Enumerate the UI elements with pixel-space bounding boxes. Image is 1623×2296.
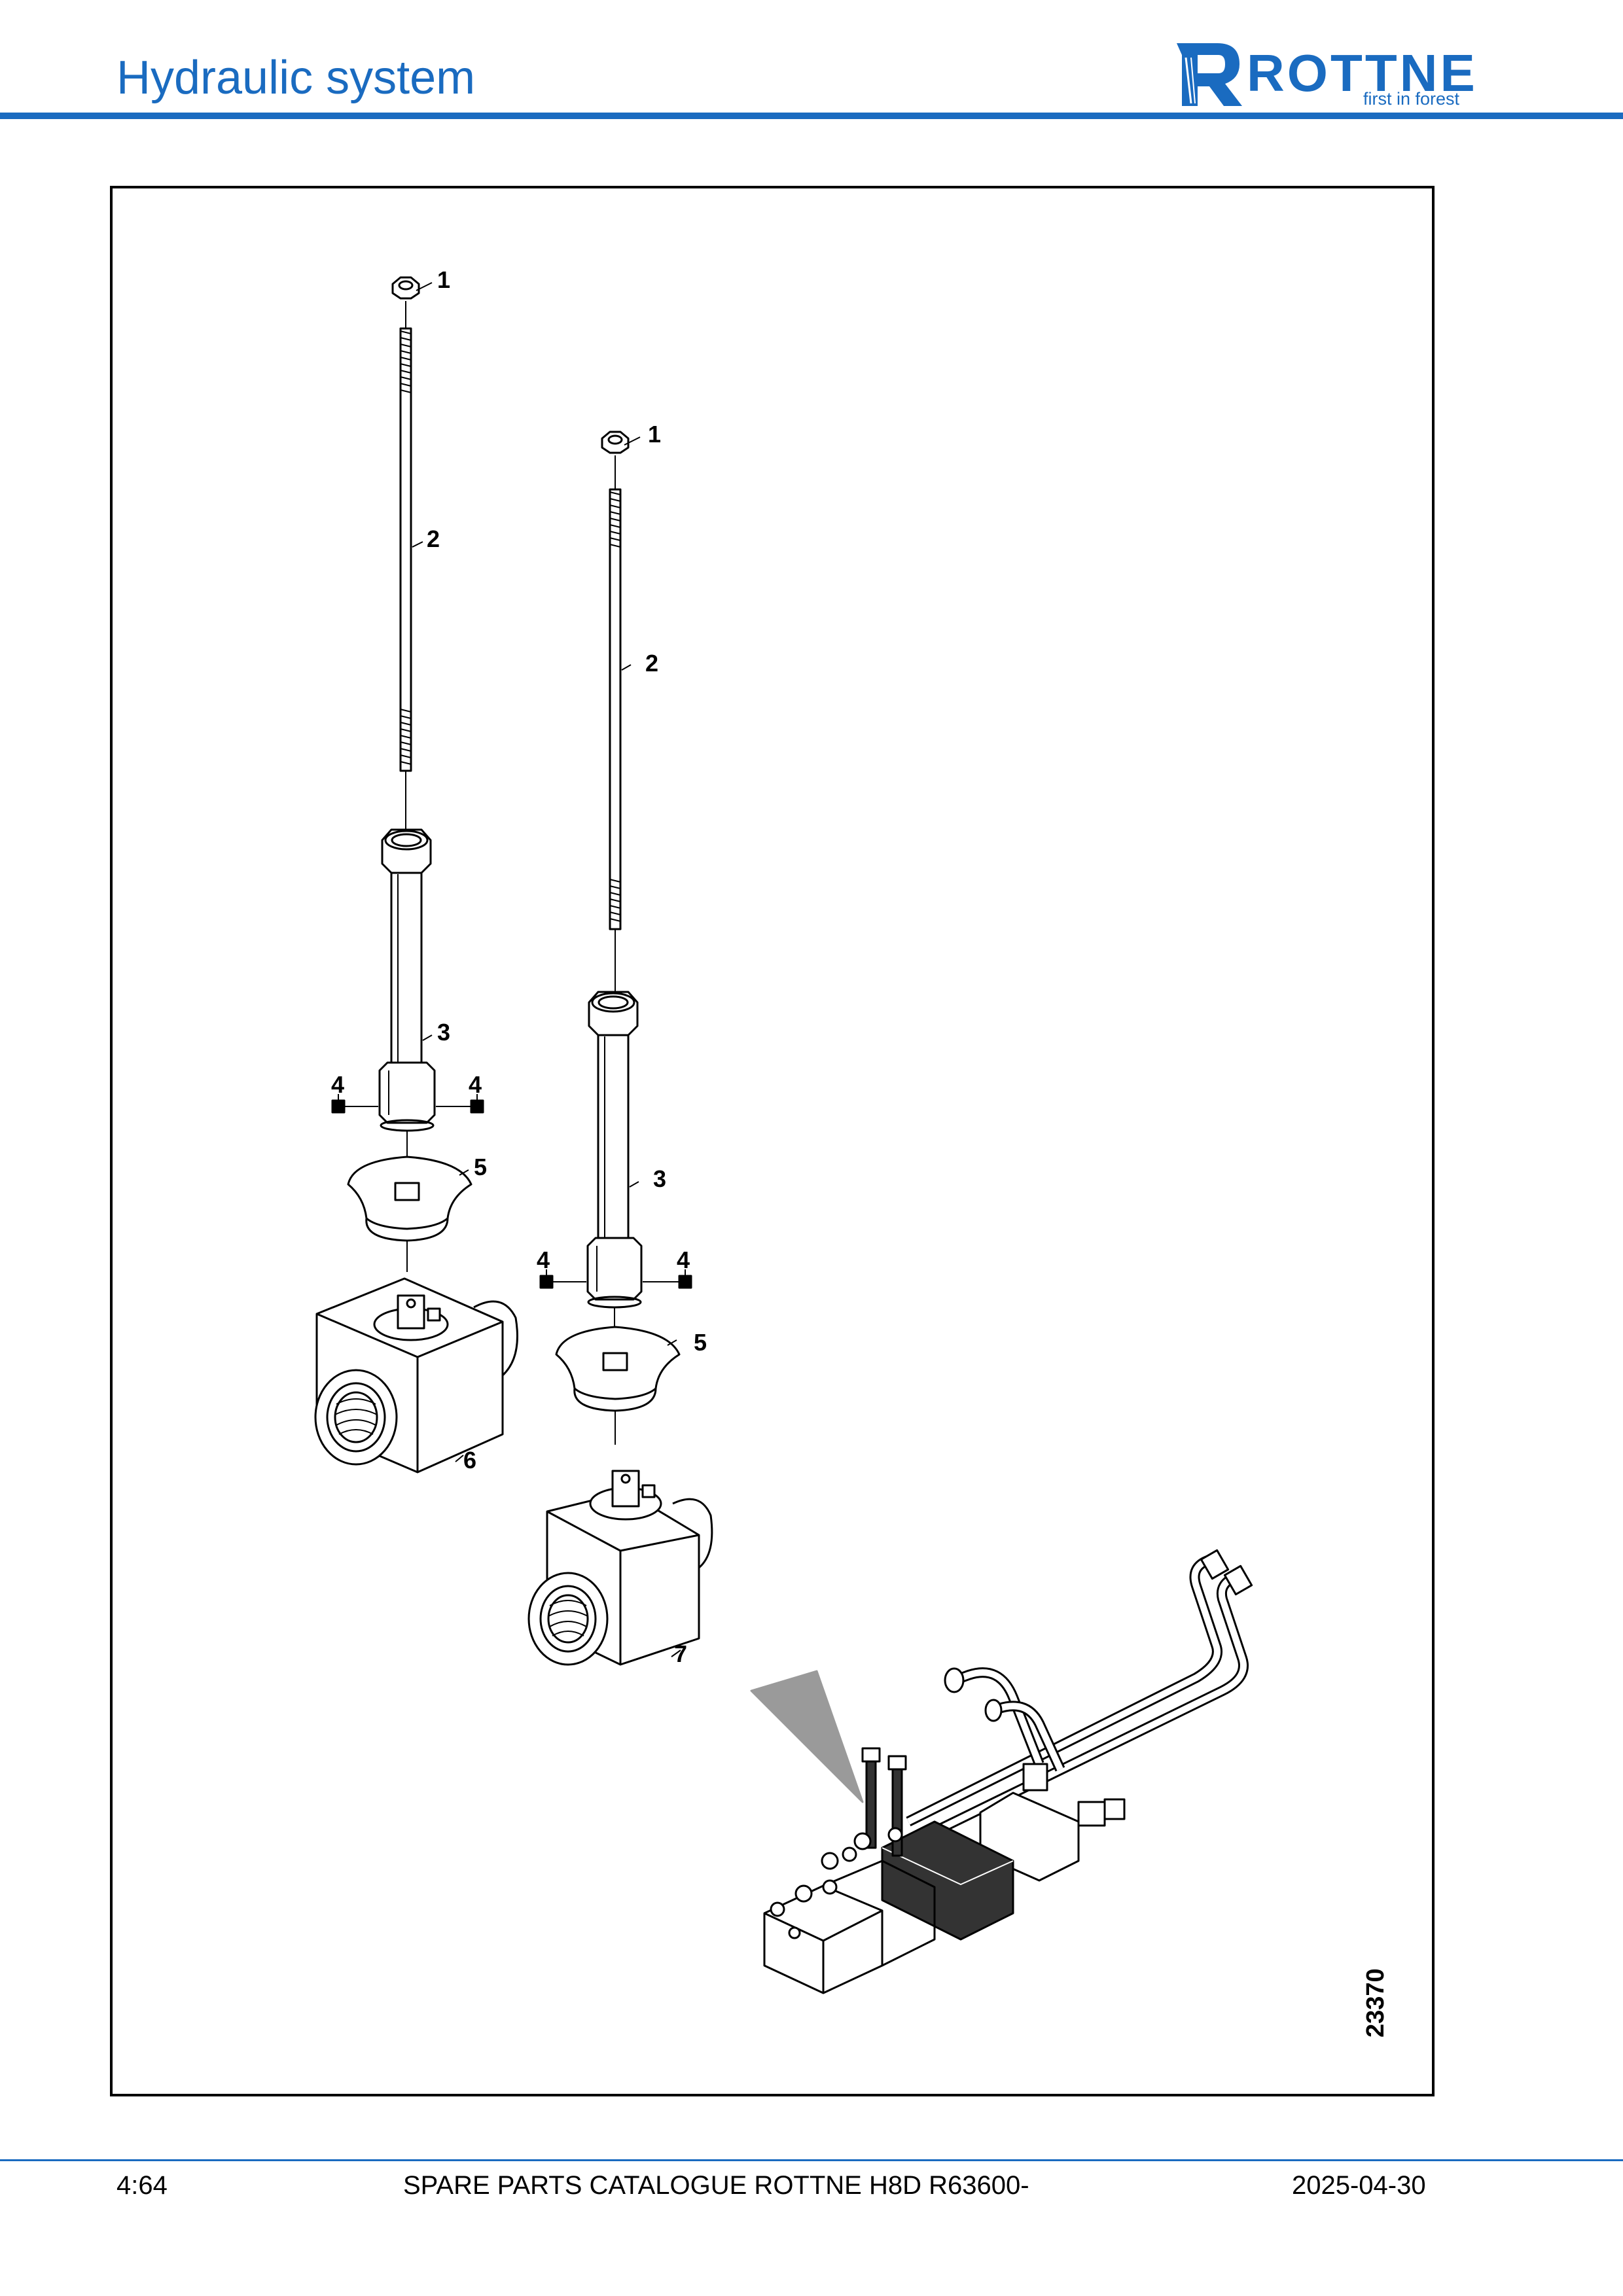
exploded-parts-drawing: 1 2 3 4 4 5 6 1 2 3 4 4 5 7 23370 bbox=[314, 266, 1389, 2038]
page-title: Hydraulic system bbox=[116, 52, 476, 104]
middle-threaded-rod-part-2 bbox=[609, 488, 622, 995]
location-inset bbox=[750, 1549, 1253, 1994]
catalogue-date: 2025-04-30 bbox=[1292, 2171, 1426, 2200]
callout-4-middle-b: 4 bbox=[677, 1246, 690, 1273]
middle-leader-lines bbox=[546, 436, 686, 1657]
callout-7: 7 bbox=[674, 1640, 687, 1667]
left-set-screws-part-4 bbox=[331, 1099, 484, 1114]
callout-4-left-a: 4 bbox=[331, 1071, 344, 1098]
callout-6: 6 bbox=[463, 1447, 476, 1474]
footer-divider bbox=[0, 2159, 1623, 2161]
rottne-logo-mark bbox=[1177, 43, 1242, 106]
callout-4-left-b: 4 bbox=[469, 1071, 482, 1098]
left-threaded-rod-part-2 bbox=[399, 327, 412, 834]
callout-2-left: 2 bbox=[427, 525, 440, 552]
left-tube-part-3 bbox=[378, 828, 436, 1180]
callout-4-middle-a: 4 bbox=[537, 1246, 550, 1273]
header-divider bbox=[0, 113, 1623, 119]
figure-frame bbox=[110, 186, 1435, 2096]
brand-tagline: first in forest bbox=[1363, 89, 1460, 109]
callout-3-middle: 3 bbox=[653, 1165, 666, 1192]
callout-5-left: 5 bbox=[474, 1154, 487, 1180]
callout-3-left: 3 bbox=[437, 1019, 450, 1046]
page-number: 4:64 bbox=[116, 2171, 168, 2200]
left-ball-valve-part-6 bbox=[314, 1277, 518, 1474]
catalogue-title: SPARE PARTS CATALOGUE ROTTNE H8D R63600- bbox=[403, 2171, 1029, 2200]
left-assembly bbox=[314, 276, 518, 1474]
rottne-logo bbox=[1177, 43, 1242, 106]
middle-assembly bbox=[527, 431, 713, 1666]
middle-ball-valve-part-7 bbox=[527, 1470, 713, 1666]
middle-nut-part-1 bbox=[601, 431, 630, 489]
figure-number: 23370 bbox=[1362, 1968, 1389, 2038]
left-nut-part-1 bbox=[391, 276, 420, 328]
middle-tube-part-3 bbox=[586, 991, 643, 1349]
brand-name: ROTTNE bbox=[1247, 44, 1478, 102]
callout-1-middle: 1 bbox=[648, 421, 661, 448]
callout-5-middle: 5 bbox=[694, 1329, 707, 1356]
middle-handle-plate-part-5 bbox=[555, 1326, 681, 1445]
callout-1-left: 1 bbox=[437, 266, 450, 293]
callout-labels: 1 2 3 4 4 5 6 1 2 3 4 4 5 7 23370 bbox=[331, 266, 1389, 2038]
left-handle-plate-part-5 bbox=[347, 1156, 473, 1272]
callout-2-middle: 2 bbox=[645, 650, 658, 677]
left-leader-lines bbox=[338, 282, 478, 1462]
